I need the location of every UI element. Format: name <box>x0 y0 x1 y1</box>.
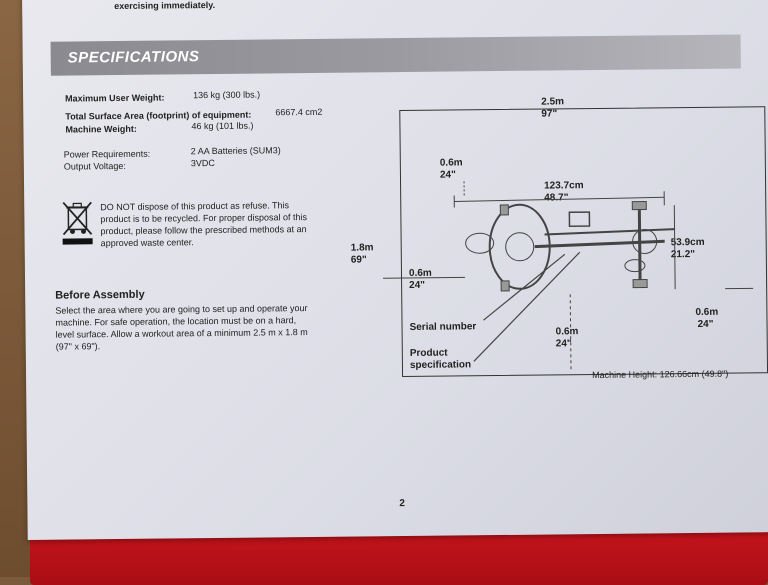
page-number: 2 <box>399 498 405 509</box>
manual-page: exercising immediately. SPECIFICATIONS M… <box>22 0 768 540</box>
bike-top-view-drawing <box>22 0 768 540</box>
